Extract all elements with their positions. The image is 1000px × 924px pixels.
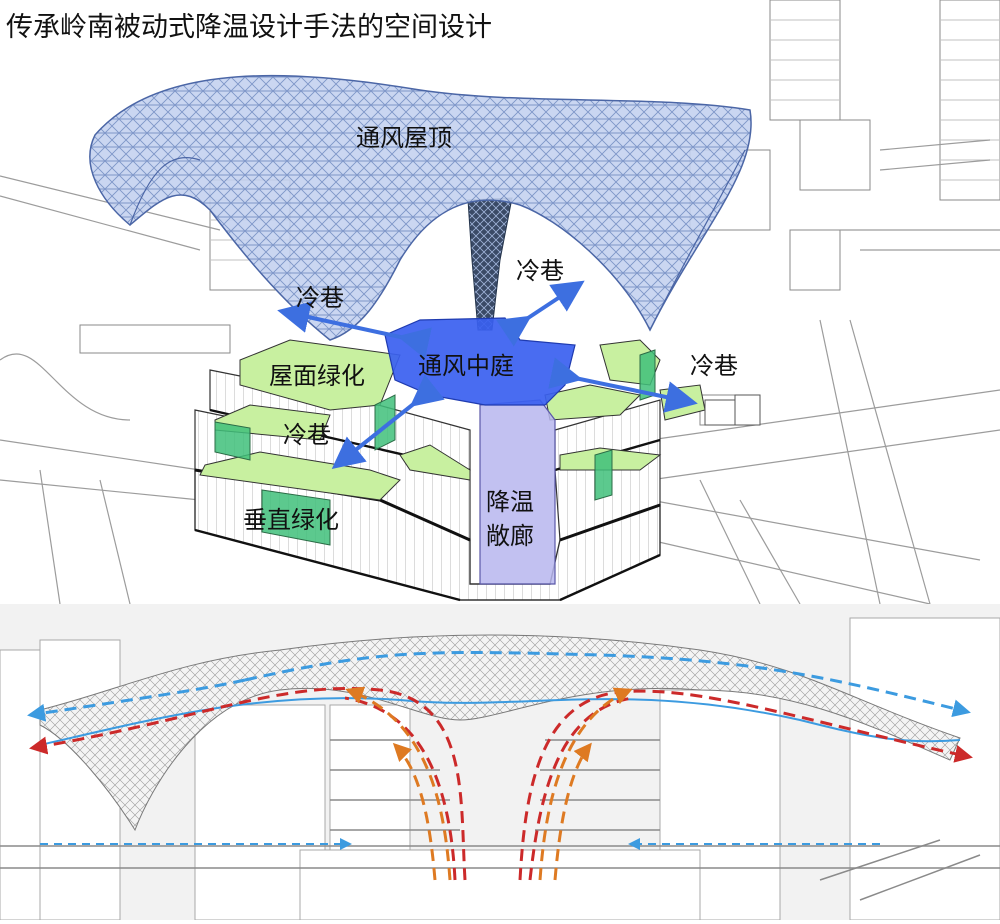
flow-orange-right bbox=[538, 687, 633, 881]
roads bbox=[0, 139, 1000, 605]
airflow bbox=[27, 651, 973, 881]
ventilated-roof bbox=[89, 74, 752, 341]
label-cooling-corridor: 降温 敞廊 bbox=[486, 488, 534, 550]
label-ventilated-courtyard: 通风中庭 bbox=[418, 352, 514, 380]
label-ventilated-roof: 通风屋顶 bbox=[356, 124, 452, 152]
section-floors bbox=[0, 739, 1000, 901]
side-block bbox=[704, 394, 761, 426]
label-cold-lane-left: 冷巷 bbox=[296, 284, 344, 312]
flow-outer-blue bbox=[27, 678, 246, 722]
top-panel bbox=[0, 0, 1000, 605]
label-cold-lane-upper-right: 冷巷 bbox=[516, 257, 564, 285]
label-roof-greening: 屋面绿化 bbox=[269, 362, 365, 390]
label-vertical-greening: 垂直绿化 bbox=[243, 506, 339, 534]
flow-canopy-line bbox=[39, 697, 961, 746]
flow-orange-right-in bbox=[553, 742, 592, 881]
lane-arrow-upper-right bbox=[496, 280, 585, 347]
label-cold-lane-lower-left: 冷巷 bbox=[283, 421, 331, 449]
flow-red-left bbox=[29, 686, 467, 881]
flow-orange-left-in bbox=[392, 742, 437, 881]
section-buildings bbox=[0, 617, 1000, 921]
lane-arrow-left bbox=[277, 301, 432, 359]
lane-arrow-right bbox=[548, 357, 698, 413]
cold-lane-arrows bbox=[277, 280, 698, 469]
label-cold-lane-right: 冷巷 bbox=[690, 352, 738, 380]
section-canopy bbox=[39, 634, 961, 832]
flow-top-blue bbox=[244, 651, 971, 718]
flow-red-inner-right bbox=[528, 696, 633, 881]
diagram-title: 传承岭南被动式降温设计手法的空间设计 bbox=[6, 12, 492, 43]
lane-arrow-lower-left bbox=[331, 374, 445, 469]
flow-orange-left bbox=[345, 686, 452, 881]
bottom-panel bbox=[0, 604, 1000, 921]
